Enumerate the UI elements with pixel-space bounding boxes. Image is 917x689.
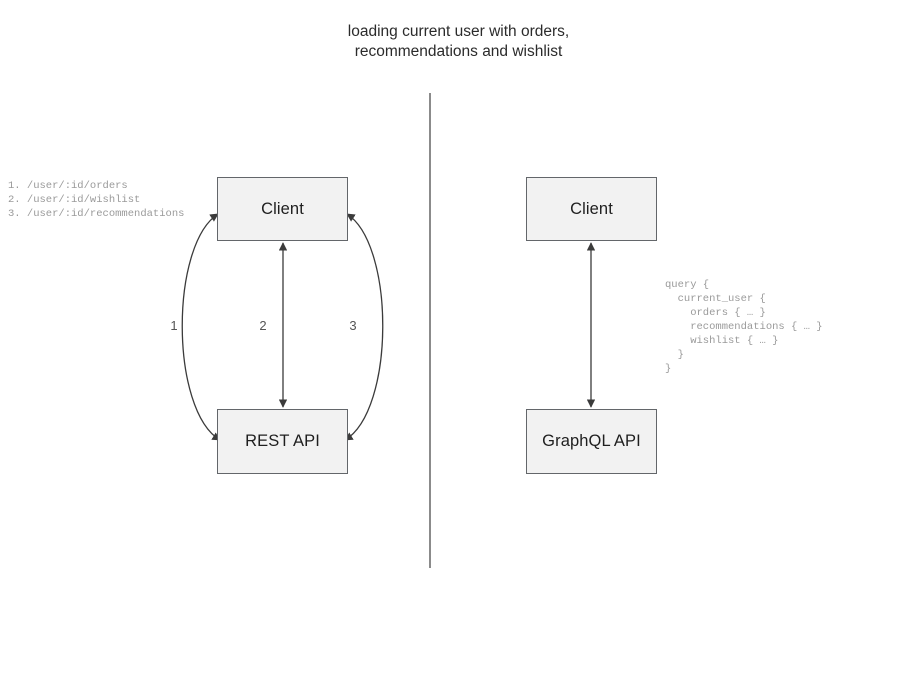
edge-label-1: 1 [170, 318, 178, 333]
edge-1-orders [181, 213, 221, 441]
edge-label-3: 3 [349, 318, 357, 333]
graphql-query-text: query { current_user { orders { … } reco… [665, 279, 823, 375]
edge-label-2: 2 [259, 318, 267, 333]
node-graphql-api[interactable]: GraphQL API [526, 409, 657, 474]
rest-endpoint-list: 1. /user/:id/orders 2. /user/:id/wishlis… [8, 180, 185, 220]
node-client-rest[interactable]: Client [217, 177, 348, 241]
page-title: loading current user with orders, recomm… [347, 23, 570, 60]
node-client-graphql[interactable]: Client [526, 177, 657, 241]
node-rest-api[interactable]: REST API [217, 409, 348, 474]
